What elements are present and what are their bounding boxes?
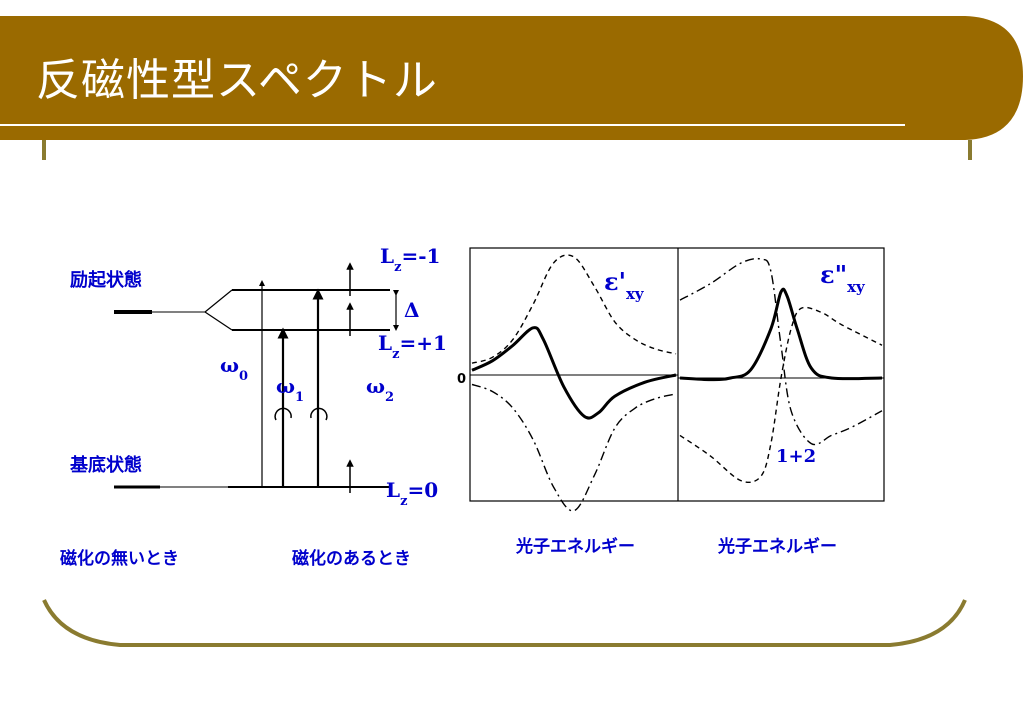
slide-title: 反磁性型スペクトル bbox=[36, 55, 438, 106]
chart2-series-dashed bbox=[679, 306, 883, 484]
caption-no-magnetization: 磁化の無いとき bbox=[60, 549, 179, 569]
chart-label-sum: 1+2 bbox=[776, 446, 816, 467]
label-excited-state: 励起状態 bbox=[70, 270, 142, 291]
chart-annotation-eps2: ε"xy bbox=[820, 260, 866, 296]
split-upper bbox=[204, 289, 233, 313]
chart2-series-dashdot bbox=[679, 257, 883, 446]
zero-tick-label: 0 bbox=[457, 372, 466, 387]
xlabel-left-chart: 光子エネルギー bbox=[516, 537, 635, 557]
chart1-series-solid bbox=[471, 326, 677, 420]
caption-magnetization: 磁化のあるとき bbox=[292, 549, 411, 569]
circular-polarization-icon-1 bbox=[274, 407, 292, 421]
chart2-series-solid bbox=[679, 287, 883, 382]
split-lower bbox=[204, 311, 233, 331]
label-lz-zero: Lz=0 bbox=[386, 478, 438, 509]
chart1-series-dashed bbox=[471, 254, 677, 364]
label-ground-state: 基底状態 bbox=[70, 455, 142, 476]
energy-level-diagram bbox=[114, 262, 399, 493]
chart-curves bbox=[471, 254, 883, 512]
label-delta: Δ bbox=[404, 298, 420, 322]
frame-bottom-curve bbox=[42, 599, 967, 647]
xlabel-right-chart: 光子エネルギー bbox=[718, 537, 837, 557]
title-banner bbox=[0, 16, 1023, 140]
label-omega2: ω2 bbox=[366, 374, 394, 405]
label-omega0: ω0 bbox=[220, 353, 248, 384]
chart-annotation-eps1: ε'xy bbox=[604, 267, 645, 303]
label-lz-minus1: Lz=-1 bbox=[380, 244, 440, 275]
banner-shape bbox=[0, 16, 1023, 140]
label-omega1: ω1 bbox=[276, 374, 304, 405]
chart1-series-dashdot bbox=[471, 383, 677, 512]
circular-polarization-icon-2 bbox=[310, 407, 328, 421]
label-lz-plus1: Lz=+1 bbox=[378, 331, 447, 362]
